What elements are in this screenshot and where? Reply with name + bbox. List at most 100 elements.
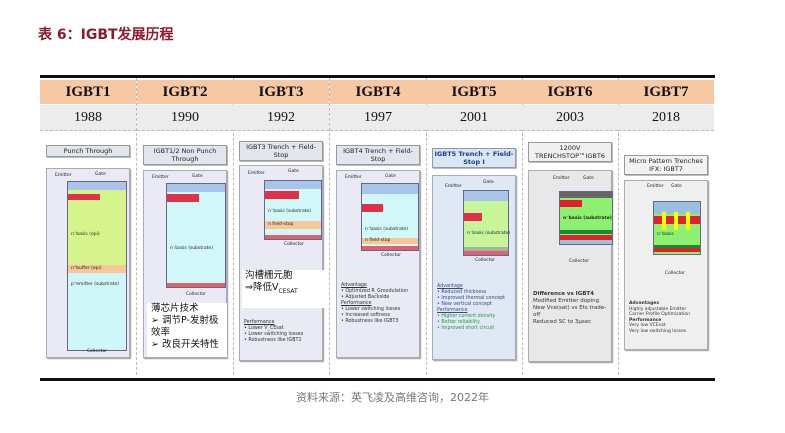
text-line: Performance bbox=[437, 308, 468, 313]
column-igbt3: IGBT3 1992 IGBT3 Trench + Field-Stop Emi… bbox=[233, 78, 330, 375]
technology-label: IGBT5 Trench + Field-Stop I bbox=[432, 148, 516, 168]
layer-label: n⁻basis (substrate) bbox=[563, 216, 612, 221]
gate-label: Gate bbox=[288, 169, 299, 174]
year-cell: 1997 bbox=[330, 105, 426, 131]
advantage-text: Advantage • Optimized R_Gmodulation • Ad… bbox=[341, 283, 408, 325]
text-line: • Better reliability bbox=[437, 320, 480, 325]
technology-label: IGBT3 Trench + Field-Stop bbox=[239, 141, 323, 161]
emitter-label: Emitter bbox=[152, 175, 169, 180]
generation-header: IGBT5 bbox=[426, 80, 522, 104]
text-line: Performance bbox=[244, 320, 275, 325]
advantage-text: Advantages Highly adjustable Emitter Car… bbox=[629, 301, 690, 334]
emitter-label: Emitter bbox=[55, 173, 72, 178]
layer-label: n⁻basis (substrate) bbox=[268, 209, 312, 214]
layer-label: n⁺buffer (epi) bbox=[71, 266, 102, 271]
text-line: Carrier Profile Optimization bbox=[629, 312, 691, 317]
technology-label: IGBT4 Trench + Field-Stop bbox=[336, 145, 420, 165]
text-line: Advantage bbox=[341, 283, 367, 288]
text-line: Advantages bbox=[629, 301, 660, 306]
structure-card: Emitter Gate n⁻basis (substrate) Collect… bbox=[143, 170, 227, 358]
generation-header: IGBT3 bbox=[233, 80, 329, 104]
note-line: ➢ 改良开关特性 bbox=[151, 339, 219, 350]
year-cell: 1992 bbox=[233, 105, 329, 131]
structure-card: Emitter Gate n⁻basis (substrate) n field… bbox=[336, 170, 420, 358]
emitter-label: Emitter bbox=[553, 176, 570, 181]
collector-label: Collector bbox=[87, 349, 108, 354]
structure-card: Emitter Gate n⁻basis Collector Advantage… bbox=[624, 180, 708, 350]
gate-label: Gate bbox=[95, 172, 106, 177]
text-line: Very low switching losses bbox=[629, 328, 687, 334]
device-cross-section: n⁻basis (substrate) n field-stop bbox=[264, 180, 322, 240]
advantage-text: Advantage • Reduced thickness • Improved… bbox=[437, 284, 505, 332]
layer-label: n⁻basis (epi) bbox=[71, 232, 100, 237]
text-line: • Lower switching losses bbox=[244, 332, 304, 337]
year-cell: 1990 bbox=[137, 105, 233, 131]
collector-label: Collector bbox=[186, 292, 207, 297]
generation-header: IGBT1 bbox=[40, 80, 136, 104]
text-line: • Improved short circuit bbox=[437, 326, 495, 331]
generation-header: IGBT6 bbox=[522, 80, 618, 104]
note-line: ⇒降低VCESAT bbox=[245, 282, 325, 298]
text-line: • Improved thermal concept bbox=[437, 296, 506, 301]
structure-card: Emitter Gate n⁻basis (substrate) Collect… bbox=[432, 175, 516, 360]
gate-label: Gate bbox=[385, 174, 396, 179]
table-title: 表 6：IGBT发展历程 bbox=[38, 27, 174, 43]
device-cross-section: n⁻basis (substrate) bbox=[559, 191, 613, 245]
emitter-label: Emitter bbox=[647, 184, 664, 189]
structure-card: Emitter Gate n⁻basis (substrate) n field… bbox=[239, 165, 325, 361]
text-line: Highly adjustable Emitter bbox=[629, 306, 687, 312]
technology-label: 1200V TRENCHSTOP™IGBT6 bbox=[528, 142, 612, 162]
technology-label: IGBT1/2 Non Punch Through bbox=[143, 145, 227, 165]
generation-header: IGBT2 bbox=[137, 80, 233, 104]
technology-label: Punch Through bbox=[46, 145, 130, 157]
text-line: Very low VCEsat bbox=[629, 323, 666, 328]
generation-header: IGBT4 bbox=[330, 80, 426, 104]
gate-label: Gate bbox=[483, 180, 494, 185]
structure-card: Emitter Gate n⁻basis (epi) n⁺buffer (epi… bbox=[46, 168, 130, 358]
emitter-label: Emitter bbox=[445, 184, 462, 189]
generation-header: IGBT7 bbox=[618, 80, 714, 104]
layer-label: n⁻basis (substrate) bbox=[365, 227, 409, 232]
note-line: 薄芯片技术 bbox=[151, 303, 199, 314]
gate-label: Gate bbox=[583, 176, 594, 181]
collector-label: Collector bbox=[381, 253, 402, 258]
text-line: • Optimized R_Gmodulation bbox=[341, 289, 409, 294]
note-text: ⇒降低V bbox=[245, 282, 279, 293]
layer-label: p⁺emitter (substrate) bbox=[71, 282, 120, 287]
year-cell: 2003 bbox=[522, 105, 618, 131]
text-line: Advantage bbox=[437, 284, 463, 289]
emitter-label: Emitter bbox=[345, 175, 362, 180]
text-line: Difference vs IGBT4 bbox=[533, 291, 595, 297]
text-line: Performance bbox=[341, 301, 372, 306]
layer-label: n⁻basis (substrate) bbox=[170, 246, 214, 251]
text-line: • Lower V_CEsat bbox=[244, 326, 284, 331]
device-cross-section: n⁻basis (epi) n⁺buffer (epi) p⁺emitter (… bbox=[67, 181, 127, 351]
note-line: 沟槽栅元胞 bbox=[245, 270, 293, 281]
chinese-note: 薄芯片技术 ➢ 调节P-发射极效率 ➢ 改良开关特性 bbox=[147, 303, 227, 357]
layer-label: n⁻basis bbox=[657, 232, 674, 237]
column-igbt4: IGBT4 1997 IGBT4 Trench + Field-Stop Emi… bbox=[330, 78, 427, 375]
layer-label: n field-stop bbox=[268, 222, 294, 227]
difference-text: Difference vs IGBT4 Modified Emitter dop… bbox=[533, 291, 611, 326]
year-cell: 1988 bbox=[40, 105, 136, 131]
text-line: • Robustness like IGBT2 bbox=[244, 338, 302, 343]
text-line: • Reduced thickness bbox=[437, 290, 487, 295]
column-igbt6: IGBT6 2003 1200V TRENCHSTOP™IGBT6 Emitte… bbox=[522, 78, 619, 375]
device-cross-section: n⁻basis (substrate) bbox=[463, 190, 511, 256]
year-cell: 2018 bbox=[618, 105, 714, 131]
emitter-label: Emitter bbox=[248, 171, 265, 176]
gate-label: Gate bbox=[192, 174, 203, 179]
device-cross-section: n⁻basis (substrate) bbox=[166, 183, 226, 288]
text-line: Performance bbox=[629, 317, 662, 323]
layer-label: n⁻basis (substrate) bbox=[467, 231, 511, 236]
note-subscript: CESAT bbox=[278, 287, 298, 295]
technology-label: Micro Pattern Trenches IFX: IGBT7 bbox=[624, 155, 708, 175]
column-igbt1: IGBT1 1988 Punch Through Emitter Gate n⁻… bbox=[40, 78, 137, 375]
text-line: • New vertical concept bbox=[437, 302, 492, 307]
igbt-history-figure: IGBT1 1988 Punch Through Emitter Gate n⁻… bbox=[40, 75, 715, 381]
year-cell: 2001 bbox=[426, 105, 522, 131]
collector-label: Collector bbox=[284, 242, 305, 247]
text-line: Modified Emitter doping bbox=[533, 298, 600, 304]
structure-card: Emitter Gate n⁻basis (substrate) Collect… bbox=[528, 170, 613, 362]
gate-label: Gate bbox=[671, 184, 682, 189]
